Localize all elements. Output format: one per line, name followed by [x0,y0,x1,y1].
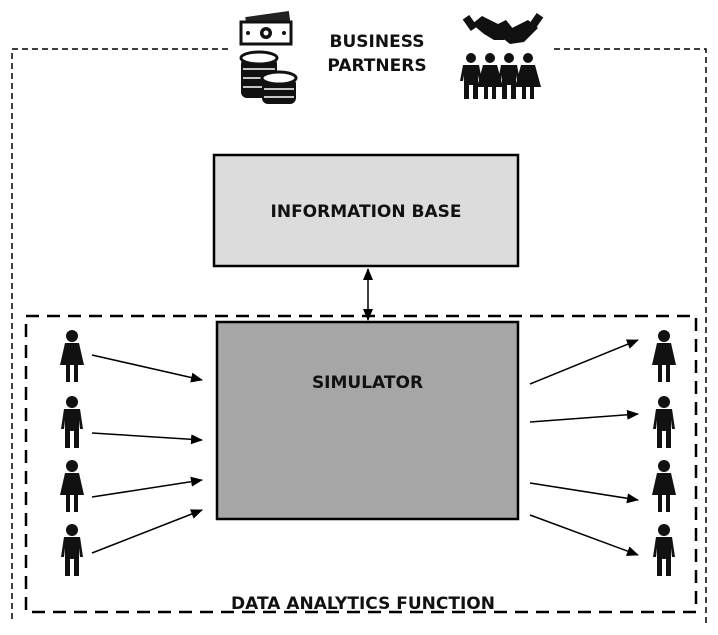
information-base-box [212,153,520,268]
output-arrow [529,339,639,385]
person-icon [653,396,675,448]
data-analytics-function-label: DATA ANALYTICS FUNCTION [231,594,495,614]
person-icon [60,330,84,382]
business-partners-title-line1: BUSINESS [329,32,425,52]
output-arrow [529,409,639,423]
person-icon [61,524,83,576]
person-icon [61,396,83,448]
people-group-icon [460,53,541,99]
person-icon [652,330,676,382]
money-stack-icon [239,11,298,104]
business-partners-boundary [11,48,707,623]
input-arrow [91,432,203,445]
business-partners-title: BUSINESS PARTNERS [300,30,454,78]
person-icon [60,460,84,512]
output-arrow [529,482,639,504]
information-base-label: INFORMATION BASE [270,202,462,222]
person-icon [653,524,675,576]
business-partners-title-line2: PARTNERS [327,56,427,76]
person-icons [60,330,676,576]
simulator-label: SIMULATOR [311,373,424,393]
handshake-icon [462,12,544,44]
simulator-box [215,320,520,521]
input-arrow [91,509,203,554]
input-arrow [91,476,203,498]
input-arrow [91,354,203,383]
person-icon [652,460,676,512]
output-arrow [529,514,639,556]
